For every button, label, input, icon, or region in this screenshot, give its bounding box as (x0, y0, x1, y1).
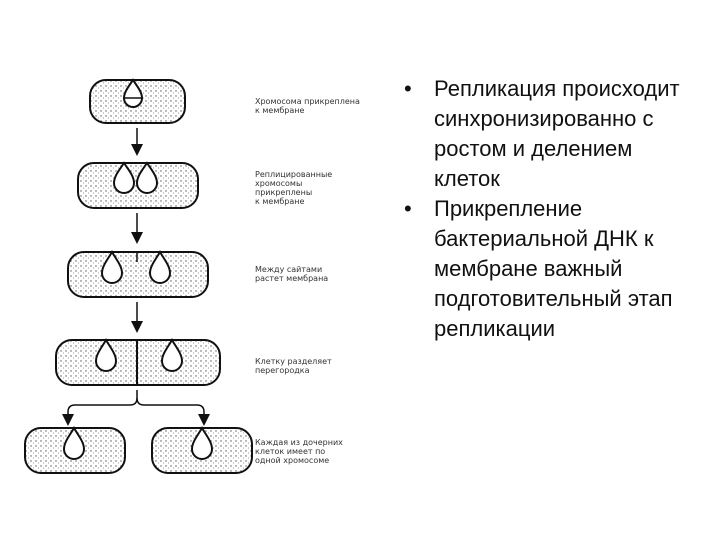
bullet-text: Прикрепление бактериальной ДНК к мембран… (434, 196, 673, 341)
bullet-symbol: • (404, 196, 412, 221)
daughter-cell-right (151, 425, 253, 474)
chromosome-icon (94, 337, 118, 372)
bullet-symbol: • (404, 76, 412, 101)
chromosome-icon (100, 249, 124, 284)
split-arrows (62, 390, 210, 426)
cell-step-2 (77, 161, 199, 209)
bullet-list: • Репликация происходит синхронизированн… (398, 74, 698, 344)
chromosome-icon (62, 425, 86, 460)
step-label-1: Хромосома прикреплена к мембране (255, 97, 360, 115)
chromosome-icon (160, 337, 184, 372)
cell-step-3 (67, 249, 209, 298)
step-label-2: Реплицированные хромосомы прикреплены к … (255, 170, 333, 206)
step-label-3: Между сайтами растет мембрана (255, 265, 329, 283)
chromosome-icon (112, 161, 136, 194)
daughter-cell-left (24, 425, 126, 474)
cell-step-4 (55, 337, 221, 386)
step-label-5: Каждая из дочерних клеток имеет по одной… (255, 438, 343, 465)
bullet-item: • Репликация происходит синхронизированн… (398, 74, 698, 194)
bullet-item: • Прикрепление бактериальной ДНК к мембр… (398, 194, 698, 344)
chromosome-icon (135, 161, 159, 194)
bullet-text: Репликация происходит синхронизированно … (434, 76, 680, 191)
step-label-4: Клетку разделяет перегородка (255, 357, 332, 375)
chromosome-icon (190, 425, 214, 460)
chromosome-icon (148, 249, 172, 284)
cell-step-1 (89, 78, 186, 124)
replication-diagram (24, 78, 253, 474)
chromosome-icon (122, 78, 144, 108)
